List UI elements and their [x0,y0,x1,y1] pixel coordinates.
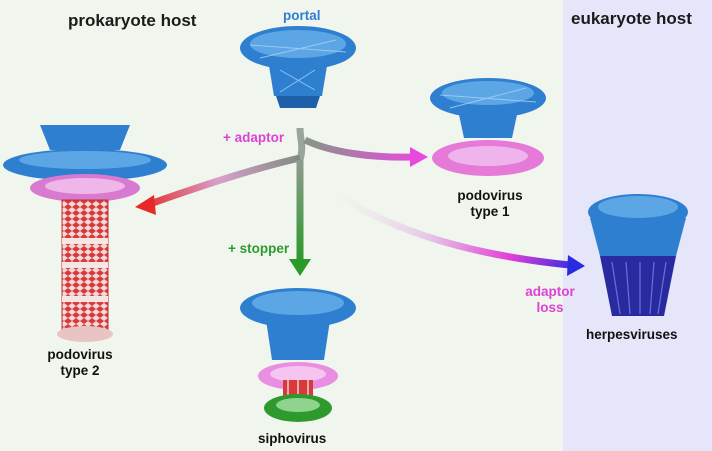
podovirus-type2-label: podovirus type 2 [38,347,122,379]
stem-arrow [296,127,306,161]
herpesviruses-structure [588,194,688,316]
herpesviruses-label: herpesviruses [586,327,678,342]
arrowhead-down [289,259,311,276]
arrowhead-herpes [567,255,585,276]
adaptor-loss-line1: adaptor [525,284,575,299]
stopper-label: + stopper [228,241,290,256]
podovirus-type1-line2: type 1 [470,204,510,219]
podovirus-type2-line1: podovirus [47,347,113,362]
prokaryote-host-label: prokaryote host [68,11,197,30]
arrowhead-right [410,147,428,167]
arrow-to-herpesviruses [315,177,571,269]
portal-structure [240,26,356,108]
adaptor-label: + adaptor [223,130,285,145]
adaptor-loss-label: adaptor loss [520,284,580,316]
podovirus-type2-line2: type 2 [60,363,100,378]
podovirus-type2-structure [3,125,167,342]
podovirus-type1-label: podovirus type 1 [448,188,532,220]
siphovirus-label: siphovirus [258,431,327,446]
arrow-to-podovirus-type2 [148,154,301,208]
podovirus-type1-line1: podovirus [457,188,523,203]
eukaryote-host-label: eukaryote host [571,9,692,28]
podovirus-type1-structure [430,78,546,176]
arrowhead-left [135,195,156,215]
arrow-to-podovirus-type1 [303,136,413,161]
adaptor-loss-line2: loss [536,300,564,315]
siphovirus-structure [240,288,356,422]
portal-label: portal [283,8,321,23]
